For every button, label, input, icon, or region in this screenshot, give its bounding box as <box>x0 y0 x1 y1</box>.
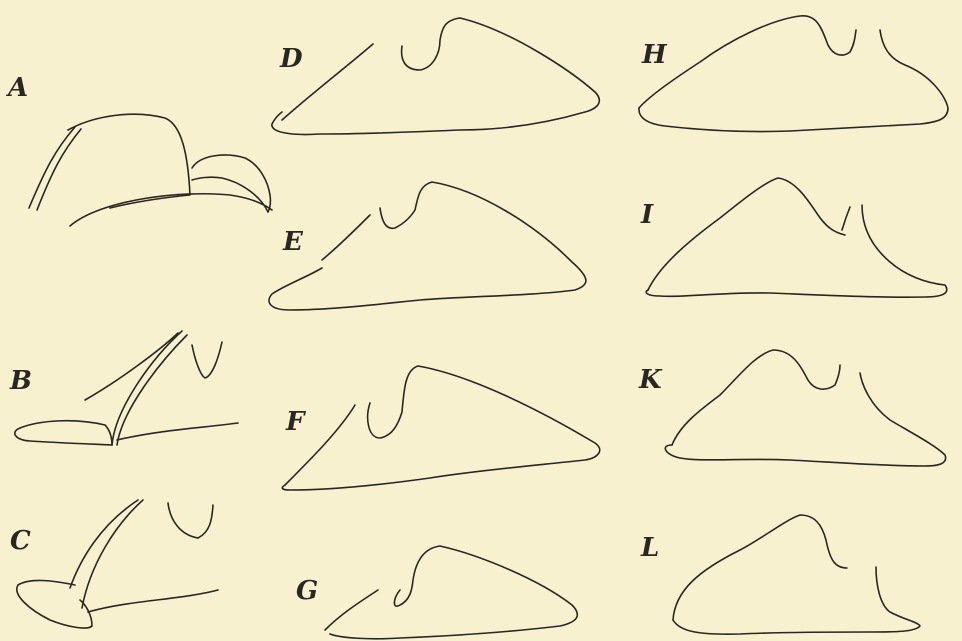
figure-label-k: K <box>639 367 662 393</box>
figure-d-drawing <box>272 18 599 135</box>
figure-g-drawing <box>325 546 577 639</box>
figure-label-l: L <box>641 535 659 561</box>
figure-b-drawing <box>15 331 238 445</box>
figure-f-drawing <box>282 366 599 490</box>
figure-label-i: I <box>641 202 653 228</box>
figure-e-drawing <box>269 182 586 310</box>
figure-i-drawing <box>646 178 947 297</box>
figure-h-drawing <box>639 16 948 132</box>
figure-c-drawing <box>17 500 218 628</box>
figure-label-c: C <box>10 528 31 554</box>
figure-label-g: G <box>296 578 318 604</box>
figure-k-drawing <box>665 350 945 466</box>
figure-label-f: F <box>286 409 304 435</box>
figure-label-d: D <box>280 46 303 72</box>
figure-label-e: E <box>283 229 303 255</box>
figure-l-drawing <box>673 515 920 634</box>
figure-label-h: H <box>642 42 667 68</box>
figure-a-drawing <box>29 114 272 226</box>
figure-label-a: A <box>8 75 28 101</box>
figure-label-b: B <box>10 368 32 394</box>
